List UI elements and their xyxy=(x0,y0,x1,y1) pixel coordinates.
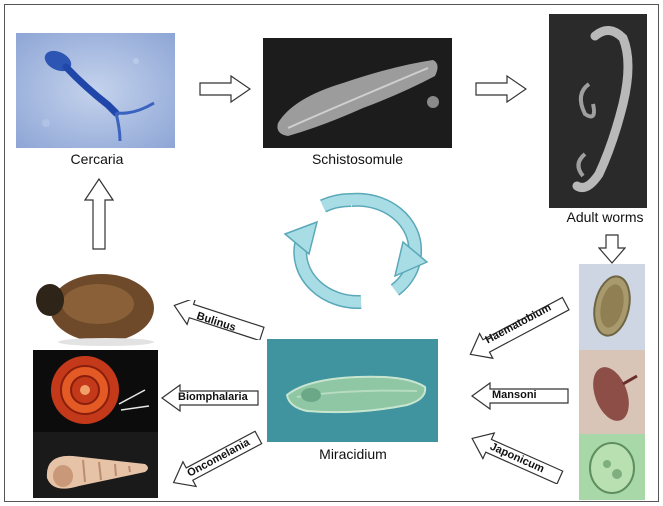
bulinus-snail-image xyxy=(28,264,158,346)
biomphalaria-snail-image xyxy=(33,350,158,432)
arrow-down xyxy=(598,234,626,264)
snail-label-biomphalaria: Biomphalaria xyxy=(178,391,248,403)
arrow-right xyxy=(199,75,251,103)
adult-worms-image xyxy=(549,14,647,208)
oncomelania-snail-image xyxy=(33,432,158,498)
japonicum-egg-image xyxy=(579,434,645,500)
schistosomule-image xyxy=(263,38,452,148)
cycle-icon xyxy=(283,192,431,310)
stage-label-miracidium: Miracidium xyxy=(308,446,398,462)
stage-label-adult-worms: Adult worms xyxy=(555,209,655,225)
mansoni-egg-image xyxy=(579,350,645,434)
arrow-right xyxy=(475,75,527,103)
miracidium-image xyxy=(267,339,438,442)
arrow-up xyxy=(84,178,114,250)
species-label-mansoni: Mansoni xyxy=(492,389,537,401)
stage-label-schistosomule: Schistosomule xyxy=(300,151,415,167)
haematobium-egg-image xyxy=(579,264,645,350)
stage-label-cercaria: Cercaria xyxy=(60,151,134,167)
cercaria-image xyxy=(16,33,175,148)
